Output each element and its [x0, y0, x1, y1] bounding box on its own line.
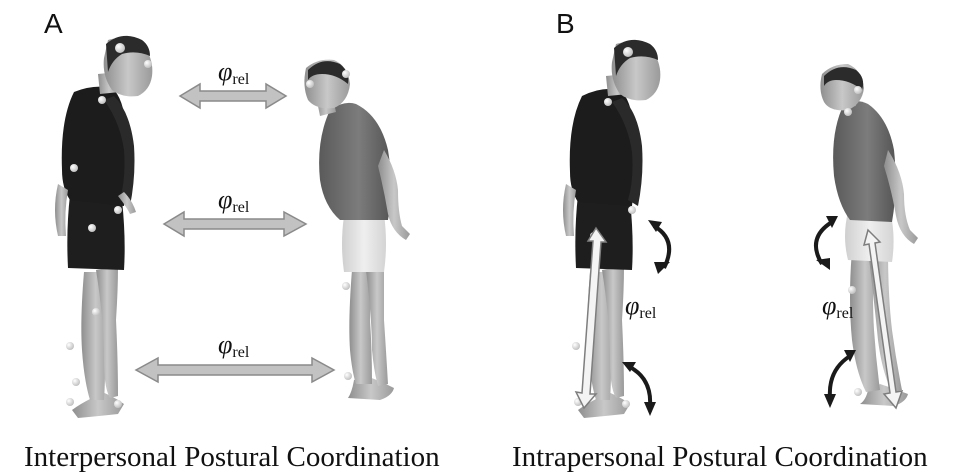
panel-b-letter: B	[556, 8, 575, 39]
panel-b-hip-rotation-arrow-right	[816, 216, 838, 270]
panel-b-label-right: φrel	[822, 291, 854, 322]
panel-a: A	[24, 8, 440, 473]
panel-a-label-head: φrel	[218, 57, 250, 88]
panel-b-label-left: φrel	[625, 291, 657, 322]
panel-a-person-right	[304, 60, 410, 400]
panel-a-person-left	[55, 36, 152, 418]
panel-a-label-hip: φrel	[218, 185, 250, 216]
panel-b: B	[512, 8, 928, 473]
panel-a-arrow-ankle	[136, 358, 334, 382]
panel-b-ankle-rotation-arrow-right	[824, 350, 856, 408]
panel-b-person-left	[563, 40, 660, 418]
panel-b-caption: Intrapersonal Postural Coordination	[512, 441, 928, 473]
panel-b-hip-rotation-arrow-left	[648, 220, 670, 274]
panel-a-letter: A	[44, 8, 63, 39]
panel-a-label-ankle: φrel	[218, 330, 250, 361]
panel-a-caption: Interpersonal Postural Coordination	[24, 441, 440, 473]
